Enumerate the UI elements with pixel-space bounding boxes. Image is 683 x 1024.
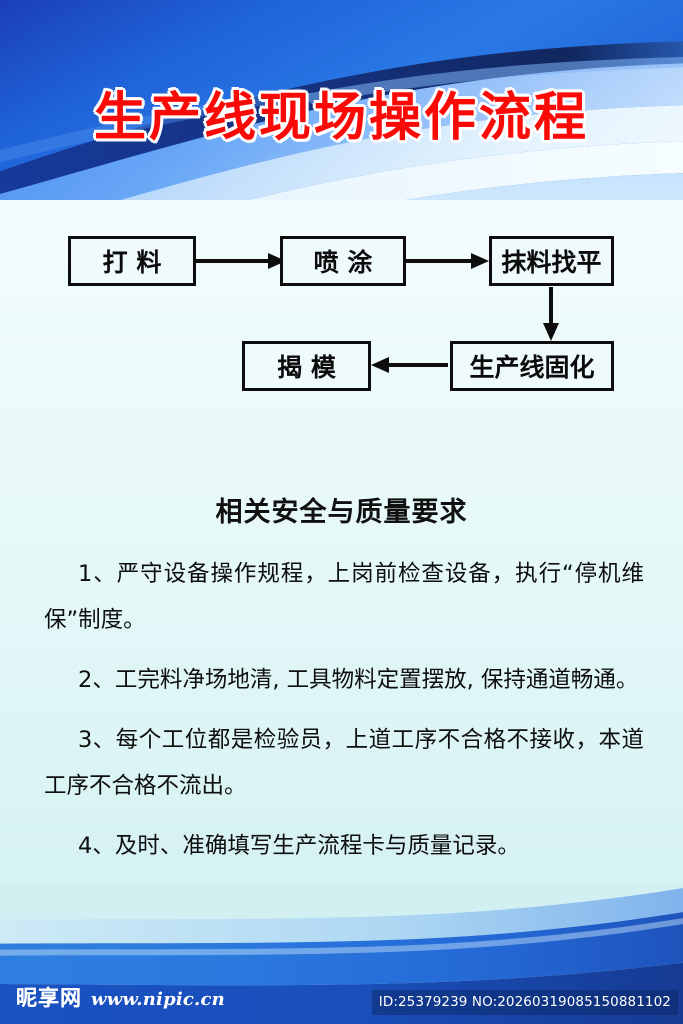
arrow-guhua-to-jiemo — [371, 357, 448, 373]
footer-swoosh-graphic — [0, 884, 683, 1024]
arrow-dalia-to-pentu — [196, 253, 286, 269]
brand-url-text[interactable]: www.nipic.cn — [91, 989, 225, 1010]
watermark-id-chip: ID:25379239 NO:20260319085150881102 — [371, 990, 678, 1015]
footer-bar: 昵享网 www.nipic.cn ID:25379239 NO:20260319… — [0, 972, 683, 1024]
flow-node-3[interactable]: 抹料找平 — [489, 236, 614, 286]
flow-node-2[interactable]: 喷 涂 — [280, 236, 406, 286]
header-decoration — [0, 0, 683, 200]
section-heading: 相关安全与质量要求 — [215, 497, 468, 528]
page-title: 生产线现场操作流程 — [93, 88, 589, 148]
flow-node-5[interactable]: 揭 模 — [242, 341, 371, 391]
header-swoosh-graphic — [0, 0, 683, 200]
rule-item-1: 1、严守设备操作规程，上岗前检查设备，执行“停机维保”制度。 — [44, 561, 644, 633]
rule-item-4: 4、及时、准确填写生产流程卡与质量记录。 — [78, 833, 520, 859]
brand-logo-text: 昵享网 — [14, 981, 84, 1013]
footer-decoration — [0, 884, 683, 1024]
rules-list: 1、严守设备操作规程，上岗前检查设备，执行“停机维保”制度。 2、工完料净场地清… — [44, 551, 644, 883]
site-brand[interactable]: 昵享网 www.nipic.cn — [14, 981, 225, 1013]
arrow-moliaozhaoping-to-guhua — [543, 287, 559, 341]
rule-item-2: 2、工完料净场地清, 工具物料定置摆放, 保持通道畅通。 — [78, 667, 639, 693]
arrow-pentu-to-moliaozhaoping — [406, 253, 489, 269]
rule-item-3: 3、每个工位都是检验员，上道工序不合格不接收，本道工序不合格不流出。 — [44, 727, 644, 799]
flow-node-4[interactable]: 生产线固化 — [450, 341, 614, 391]
flow-node-1[interactable]: 打 料 — [68, 236, 196, 286]
